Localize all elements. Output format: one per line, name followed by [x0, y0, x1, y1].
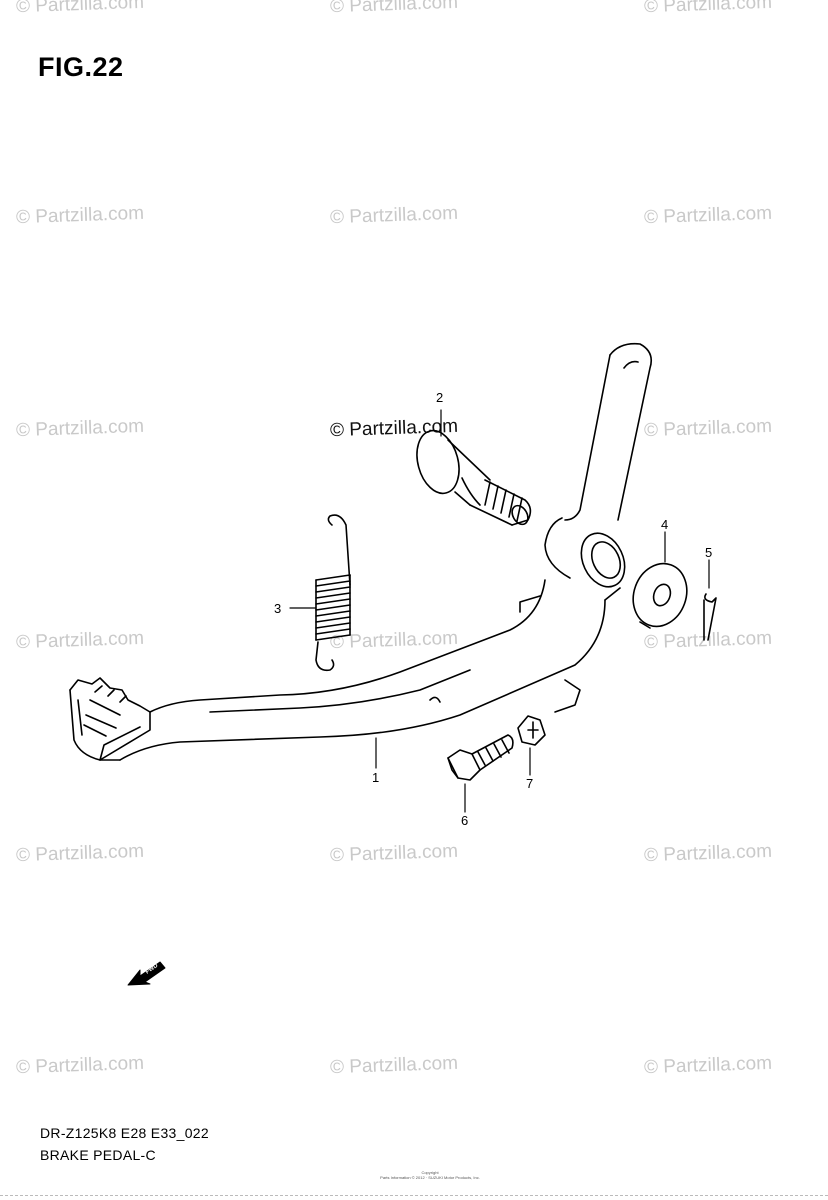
brake-pedal-part[interactable] [119, 342, 653, 769]
copyright-line: Copyright [421, 1170, 439, 1175]
forward-arrow-icon: FWD [127, 961, 166, 986]
bolt-part[interactable] [447, 734, 514, 813]
model-code: DR-Z125K8 E28 E33_022 [40, 1125, 209, 1141]
figure-title: FIG.22 [38, 52, 124, 82]
callout-4: 4 [661, 517, 669, 532]
section-name: BRAKE PEDAL-C [40, 1147, 156, 1163]
callout-3: 3 [274, 601, 282, 616]
pivot-shaft-part[interactable] [410, 409, 532, 527]
callout-5: 5 [705, 545, 713, 560]
washer-part[interactable] [625, 531, 696, 634]
return-spring-part[interactable] [289, 514, 351, 672]
callout-7: 7 [526, 776, 534, 791]
nut-part[interactable] [517, 715, 546, 776]
cotter-pin-part[interactable] [703, 559, 717, 641]
callout-1: 1 [372, 770, 380, 785]
copyright-note: Copyright Parts Information © 2012 · SUZ… [355, 1170, 505, 1180]
callout-6: 6 [461, 813, 469, 828]
callout-2: 2 [436, 390, 444, 405]
pedal-tip [69, 677, 151, 761]
copyright-line: Parts Information © 2012 · SUZUKI Motor … [380, 1175, 480, 1180]
bottom-divider [0, 1195, 828, 1196]
